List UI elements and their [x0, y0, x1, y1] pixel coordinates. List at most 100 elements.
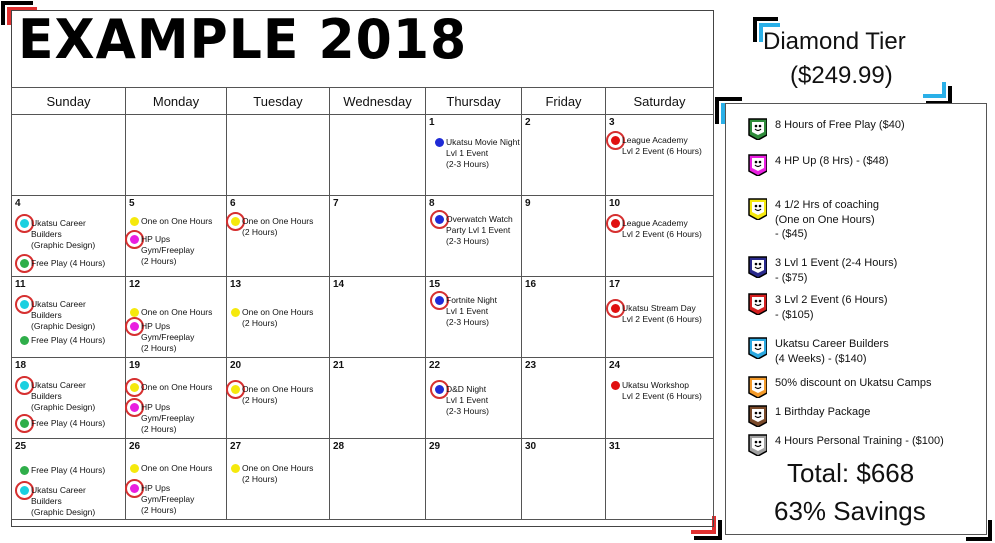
- tier-item: 50% discount on Ukatsu Camps: [775, 377, 932, 389]
- day-cell[interactable]: 16: [521, 276, 606, 358]
- day-header-saturday: Saturday: [605, 87, 714, 115]
- event-label: D&D Night Lvl 1 Event (2-3 Hours): [446, 384, 489, 416]
- day-header-wednesday: Wednesday: [329, 87, 426, 115]
- event-label: Overwatch Watch Party Lvl 1 Event (2-3 H…: [446, 214, 513, 246]
- event-dot: [231, 464, 240, 473]
- tier-badge-icon: [748, 198, 767, 220]
- corner-accent-tier-bottomright: [923, 82, 952, 105]
- day-cell[interactable]: 2: [521, 114, 606, 196]
- highlight-circle: [125, 398, 144, 417]
- corner-accent-tier-topleft: [753, 17, 780, 42]
- day-cell[interactable]: 31: [605, 438, 714, 520]
- day-number: 16: [525, 279, 537, 290]
- event-label: One on One Hours: [141, 216, 213, 226]
- day-number: 9: [525, 198, 531, 209]
- tier-badge-icon: [748, 376, 767, 398]
- event-label: One on One Hours (2 Hours): [242, 216, 314, 237]
- highlight-circle: [606, 131, 625, 150]
- highlight-circle: [606, 299, 625, 318]
- day-cell[interactable]: [226, 114, 330, 196]
- tier-badge-icon: [748, 154, 767, 176]
- tier-badge-icon: [748, 434, 767, 456]
- day-number: 5: [129, 198, 135, 209]
- day-number: 7: [333, 198, 339, 209]
- event-label: Free Play (4 Hours): [31, 335, 106, 345]
- day-number: 29: [429, 441, 441, 452]
- tier-item: 8 Hours of Free Play ($40): [775, 119, 905, 131]
- event-label: HP Ups Gym/Freeplay (2 Hours): [141, 234, 195, 266]
- day-cell[interactable]: 14: [329, 276, 426, 358]
- event-dot: [130, 464, 139, 473]
- event-dot: [130, 217, 139, 226]
- day-number: 4: [15, 198, 21, 209]
- day-header-thursday: Thursday: [425, 87, 522, 115]
- tier-badge-icon: [748, 293, 767, 315]
- event-label: Fortnite Night Lvl 1 Event (2-3 Hours): [446, 295, 498, 327]
- day-number: 20: [230, 360, 242, 371]
- highlight-circle: [430, 380, 449, 399]
- event-label: One on One Hours: [141, 307, 213, 317]
- event-dot: [435, 138, 444, 147]
- tier-title: Diamond Tier: [763, 28, 906, 55]
- event-label: Ukatsu Career Builders (Graphic Design): [31, 380, 96, 412]
- event-label: One on One Hours (2 Hours): [242, 384, 314, 405]
- day-number: 14: [333, 279, 345, 290]
- day-number: 12: [129, 279, 141, 290]
- day-number: 31: [609, 441, 621, 452]
- event-label: Free Play (4 Hours): [31, 418, 106, 428]
- day-number: 8: [429, 198, 435, 209]
- day-cell[interactable]: 9: [521, 195, 606, 277]
- tier-item: 3 Lvl 1 Event (2-4 Hours) - ($75): [775, 257, 898, 284]
- day-number: 28: [333, 441, 345, 452]
- highlight-circle: [125, 230, 144, 249]
- highlight-circle: [226, 380, 245, 399]
- event-label: Free Play (4 Hours): [31, 465, 106, 475]
- day-number: 27: [230, 441, 242, 452]
- day-cell[interactable]: 7: [329, 195, 426, 277]
- savings-percent: 63% Savings: [774, 496, 926, 526]
- event-dot: [20, 336, 29, 345]
- day-cell[interactable]: 28: [329, 438, 426, 520]
- calendar-title: EXAMPLE 2018: [18, 8, 468, 72]
- highlight-circle: [15, 295, 34, 314]
- highlight-circle: [125, 317, 144, 336]
- day-cell[interactable]: [329, 114, 426, 196]
- day-cell[interactable]: 30: [521, 438, 606, 520]
- tier-item: 3 Lvl 2 Event (6 Hours) - ($105): [775, 294, 888, 321]
- day-cell[interactable]: [125, 114, 227, 196]
- day-cell[interactable]: 23: [521, 357, 606, 439]
- highlight-circle: [430, 291, 449, 310]
- day-number: 24: [609, 360, 621, 371]
- event-label: Ukatsu Movie Night Lvl 1 Event (2-3 Hour…: [446, 137, 520, 169]
- day-cell[interactable]: [11, 114, 126, 196]
- day-number: 21: [333, 360, 345, 371]
- tier-badge-icon: [748, 118, 767, 140]
- day-cell[interactable]: 21: [329, 357, 426, 439]
- day-cell[interactable]: 29: [425, 438, 522, 520]
- day-number: 18: [15, 360, 27, 371]
- day-number: 11: [15, 279, 26, 290]
